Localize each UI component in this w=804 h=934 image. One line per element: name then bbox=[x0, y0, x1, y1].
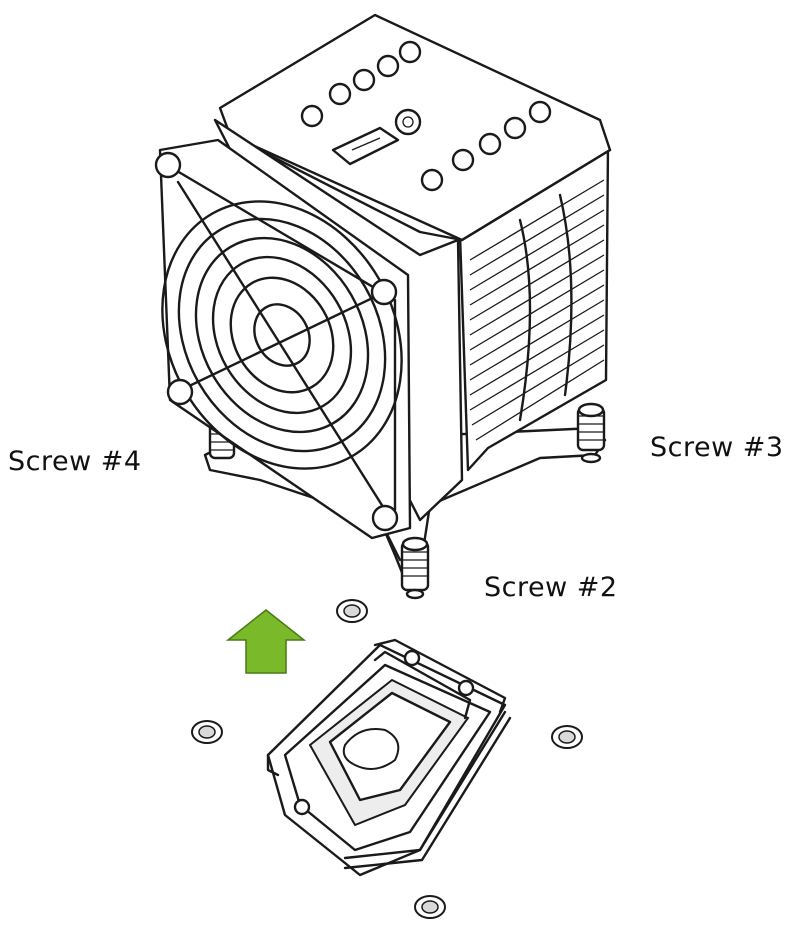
mounting-hole bbox=[191, 720, 223, 744]
cover-badge bbox=[331, 126, 400, 166]
screw-2-label: Screw #2 bbox=[484, 572, 618, 603]
screw-4-label: Screw #4 bbox=[8, 446, 142, 477]
up-arrow-icon bbox=[225, 609, 307, 674]
fan-grill bbox=[161, 180, 403, 512]
heatsink-top-cover bbox=[218, 13, 612, 242]
mounting-hole bbox=[336, 599, 368, 623]
mounting-holes bbox=[191, 599, 583, 919]
fan bbox=[154, 118, 464, 540]
mounting-hole bbox=[414, 895, 446, 919]
cpu-socket bbox=[266, 638, 512, 877]
screw-3 bbox=[576, 402, 606, 464]
screw-2 bbox=[400, 536, 430, 600]
screw-3-label: Screw #3 bbox=[650, 432, 784, 463]
mounting-hole bbox=[551, 725, 583, 749]
cover-vents bbox=[300, 40, 552, 192]
